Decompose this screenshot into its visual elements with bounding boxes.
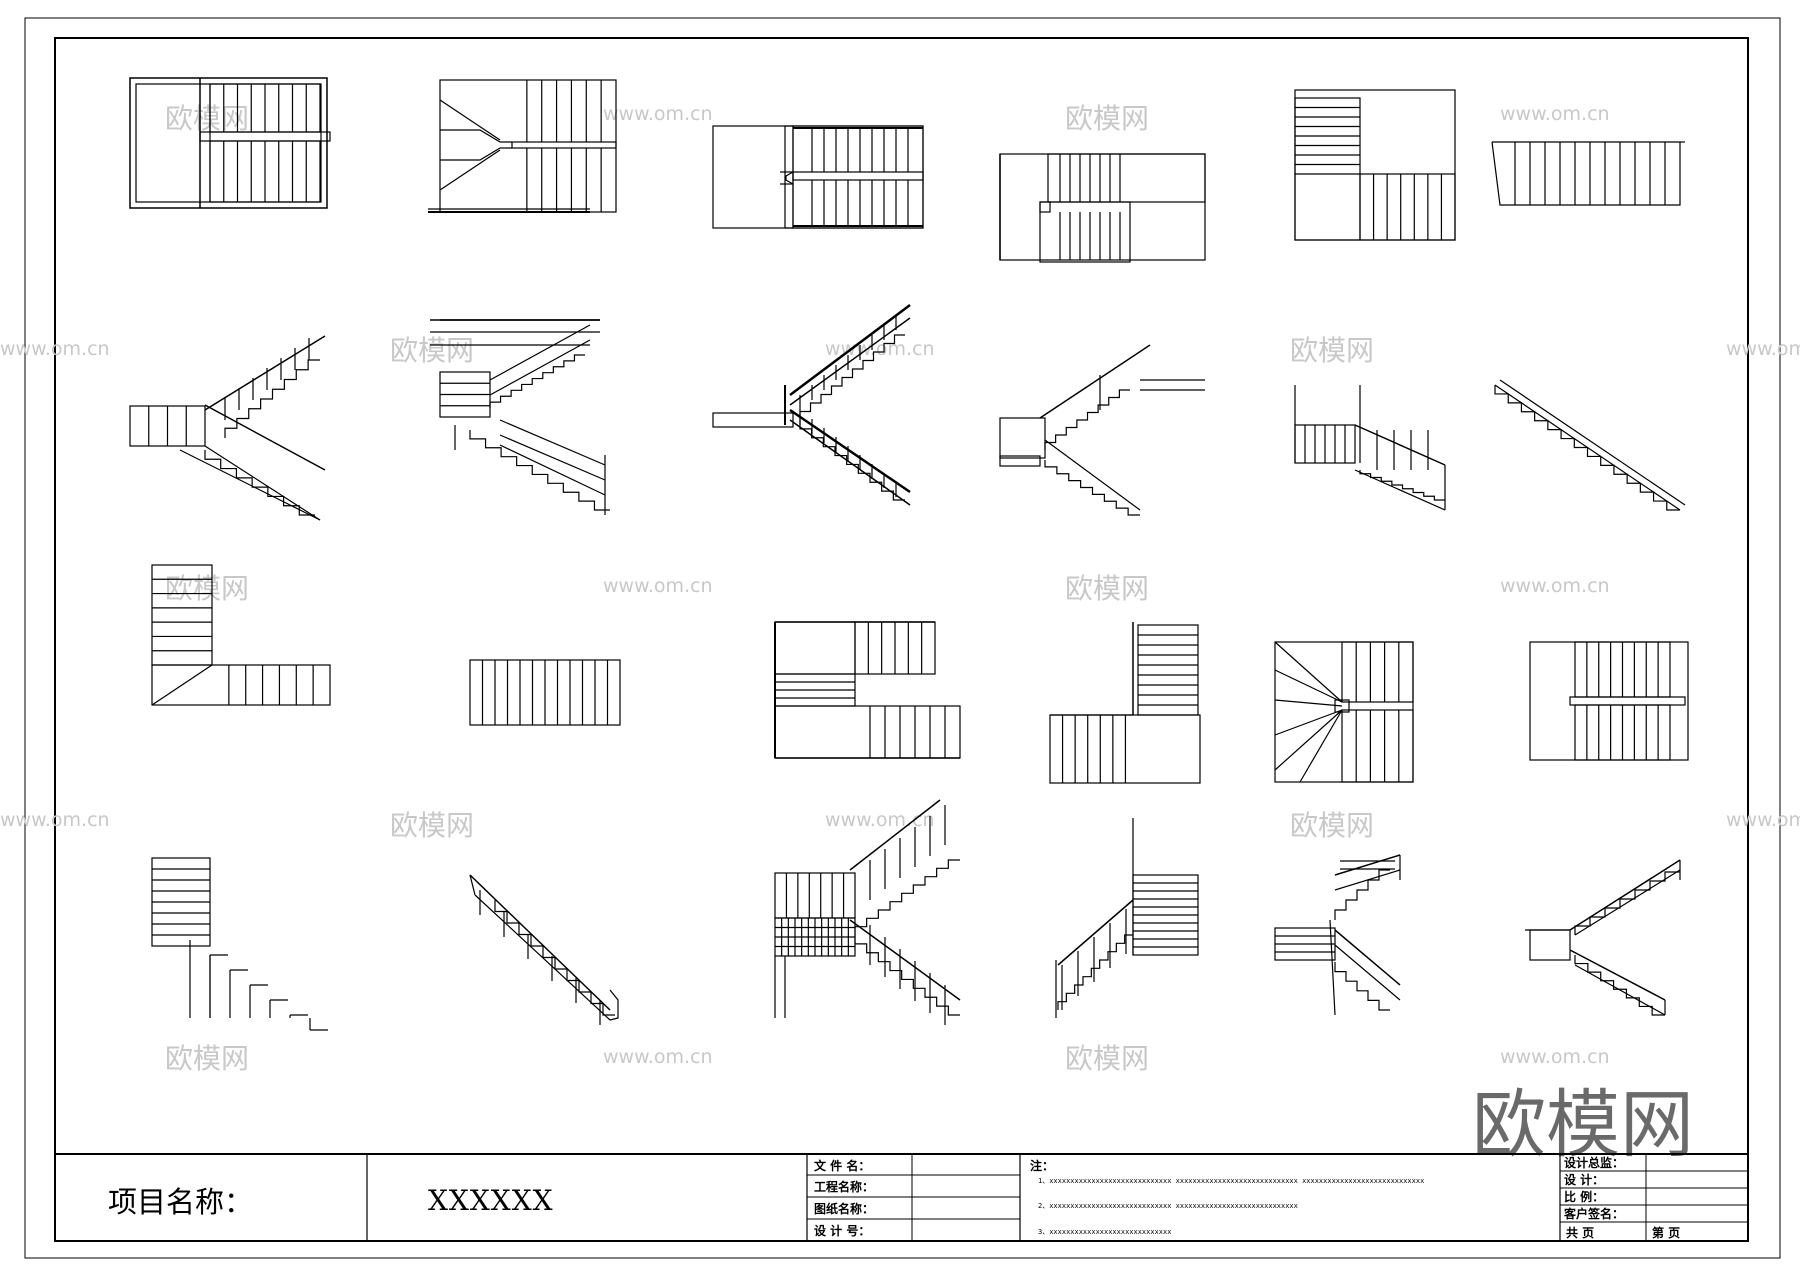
stair-elevation-7: [151, 857, 328, 1031]
field-drawing-name: 图纸名称：: [814, 1201, 874, 1216]
field-client-signature: 客户签名：: [1563, 1206, 1624, 1221]
stair-elevation-1: [129, 335, 326, 521]
field-design-director: 设计总监：: [1564, 1155, 1624, 1170]
stair-elevation-6: [1494, 379, 1686, 511]
stair-plan-2: [428, 79, 617, 213]
stair-plan-8: [469, 659, 621, 726]
stair-elevation-9: [774, 799, 961, 1025]
stair-plan-3: [712, 125, 924, 229]
watermark-cn: 欧模网: [1065, 1042, 1149, 1075]
stair-elevation-5: [1294, 385, 1446, 511]
title-block: [55, 1153, 1748, 1241]
field-project-name: 工程名称：: [814, 1179, 874, 1194]
field-designer: 设 计：: [1564, 1172, 1604, 1187]
watermark-url: www.om.cn: [825, 338, 935, 360]
stair-plan-6: [1491, 141, 1685, 206]
watermark-url: www.om.cn: [0, 338, 110, 360]
field-design-number: 设 计 号：: [814, 1223, 870, 1238]
stair-plan-9: [774, 621, 961, 759]
watermark-cn: 欧模网: [1290, 809, 1374, 842]
outer-border: [24, 17, 1781, 1259]
sheet-total: 共 页: [1566, 1225, 1594, 1240]
watermark-cn: 欧模网: [165, 1042, 249, 1075]
stair-elevation-8: [469, 874, 619, 1025]
sheet-index: 第 页: [1652, 1225, 1680, 1240]
stair-drawings: [129, 77, 1689, 1031]
stair-plan-1: [129, 77, 331, 209]
watermark-url: www.om.cn: [1500, 1046, 1610, 1068]
note-line-1: 1、xxxxxxxxxxxxxxxxxxxxxxxxxxxxx xxxxxxxx…: [1038, 1177, 1424, 1185]
watermark-url: www.om.cn: [825, 809, 935, 831]
stair-elevation-2: [430, 319, 610, 515]
watermark-url: www.om.cn: [603, 575, 713, 597]
stair-elevation-12: [1525, 859, 1681, 1016]
watermark-cn: 欧模网: [165, 102, 249, 135]
watermark-cn: 欧模网: [1290, 334, 1374, 367]
watermark-cn: 欧模网: [390, 334, 474, 367]
stair-plan-5: [1294, 89, 1456, 241]
inner-border: [54, 37, 1749, 1242]
watermark-url: www.om.cn: [603, 103, 713, 125]
note-line-3: 3、xxxxxxxxxxxxxxxxxxxxxxxxxxxxx: [1038, 1228, 1171, 1236]
field-scale: 比 例：: [1564, 1189, 1604, 1204]
stair-elevation-10: [1055, 818, 1199, 1018]
project-name-value: XXXXXX: [428, 1184, 554, 1217]
notes-title: 注：: [1030, 1158, 1054, 1173]
stair-elevation-11: [1274, 854, 1401, 1016]
project-name-label: 项目名称：: [108, 1185, 253, 1219]
stair-plan-11: [1274, 641, 1414, 783]
stair-plan-10: [1049, 622, 1201, 784]
note-line-2: 2、xxxxxxxxxxxxxxxxxxxxxxxxxxxxx xxxxxxxx…: [1038, 1202, 1298, 1210]
watermark-url: www.om.cn: [1726, 338, 1800, 360]
watermark-url: www.om.cn: [0, 809, 110, 831]
watermark-url: www.om.cn: [603, 1046, 713, 1068]
watermark-cn: 欧模网: [1065, 102, 1149, 135]
stair-plan-7: [151, 564, 331, 706]
watermark-cn: 欧模网: [1065, 572, 1149, 605]
stair-elevation-4: [999, 344, 1205, 516]
stair-plan-12: [1529, 641, 1689, 761]
watermark-cn: 欧模网: [165, 572, 249, 605]
field-file-name: 文 件 名：: [814, 1158, 870, 1173]
watermark-cn: 欧模网: [390, 809, 474, 842]
watermark-url: www.om.cn: [1500, 575, 1610, 597]
stair-plan-4: [999, 153, 1206, 263]
watermark-url: www.om.cn: [1500, 103, 1610, 125]
stair-elevation-3: [712, 304, 911, 506]
watermark-url: www.om.cn: [1726, 809, 1800, 831]
